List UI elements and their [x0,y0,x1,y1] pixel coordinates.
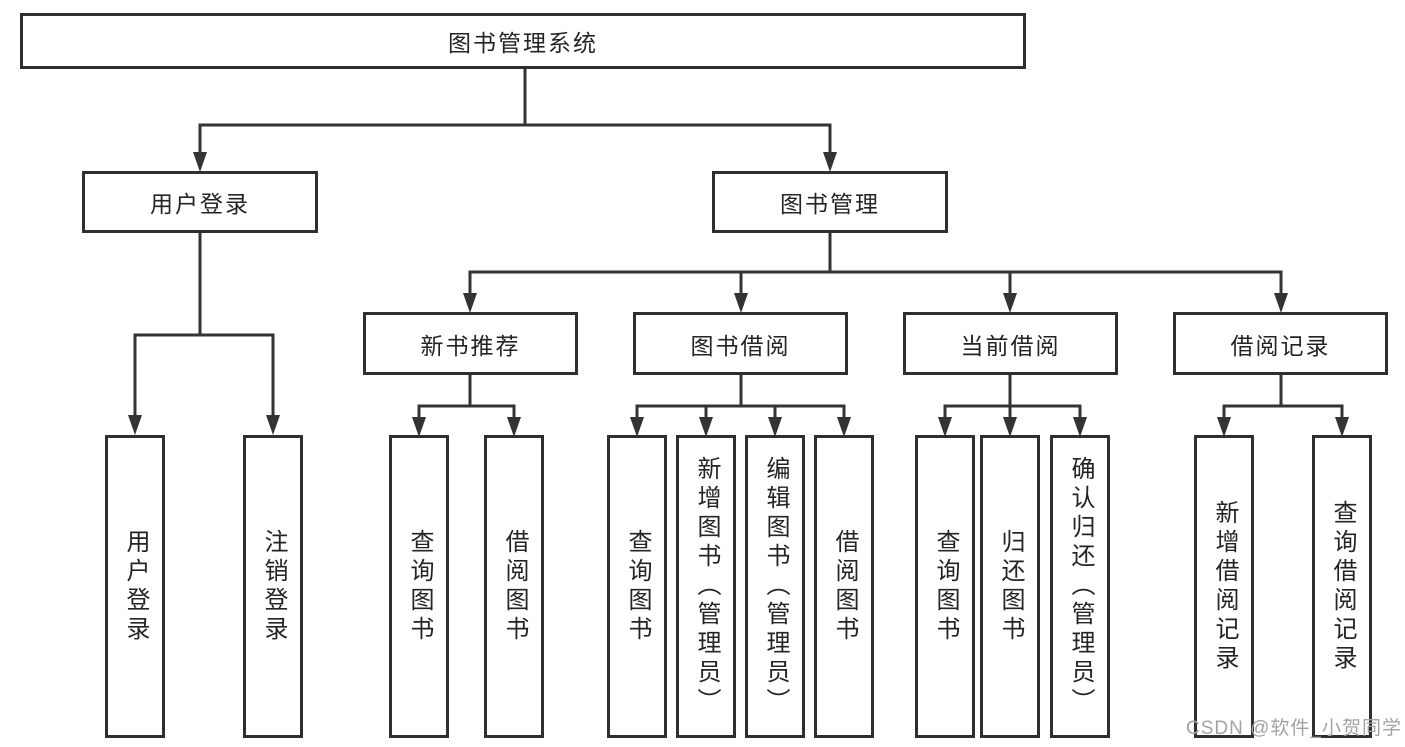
leaf-borrow-books-recommend: 借阅图书 [484,435,544,738]
leaf-add-books-admin: 新增图书（管理员） [676,435,736,738]
leaf-return-books: 归还图书 [980,435,1040,738]
node-library-management-system: 图书管理系统 [20,13,1026,69]
leaf-logout: 注销登录 [243,435,303,738]
leaf-query-borrow-record: 查询借阅记录 [1312,435,1372,738]
leaf-confirm-return-admin: 确认归还（管理员） [1050,435,1110,738]
leaf-add-borrow-record: 新增借阅记录 [1194,435,1254,738]
node-current-borrowing: 当前借阅 [903,312,1118,375]
arrowhead-icons [128,152,1349,437]
leaf-query-books-current: 查询图书 [915,435,975,738]
leaf-user-login: 用户登录 [105,435,165,738]
node-book-management: 图书管理 [712,171,948,233]
node-borrowing-records: 借阅记录 [1173,312,1388,375]
leaf-query-books-borrow: 查询图书 [607,435,667,738]
leaf-borrow-books: 借阅图书 [814,435,874,738]
leaf-query-books-recommend: 查询图书 [389,435,449,738]
node-book-borrowing: 图书借阅 [633,312,848,375]
node-new-book-recommendation: 新书推荐 [363,312,578,375]
csdn-watermark: CSDN @软件_小贺同学 [1186,718,1402,739]
node-user-login: 用户登录 [82,171,318,233]
leaf-edit-books-admin: 编辑图书（管理员） [745,435,805,738]
